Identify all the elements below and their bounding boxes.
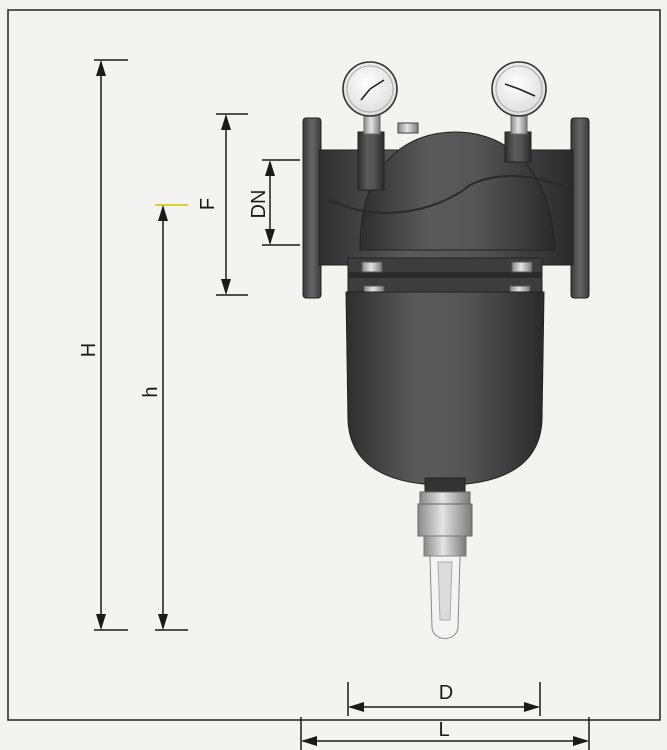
label-F: F [197,198,219,210]
drain-valve-icon [417,491,473,639]
dimension-H [94,59,128,631]
label-D: D [439,682,453,704]
frame-border [7,9,661,721]
dimension-D [347,682,541,716]
pressure-gauge-icon [342,61,398,135]
pressure-gauge-icon [491,61,547,135]
label-DN: DN [248,190,270,219]
label-h: h [140,386,162,397]
dimension-h [155,204,188,631]
filter-body [302,117,590,493]
dimension-L [300,717,590,750]
dimension-F [216,113,248,296]
label-H: H [78,343,100,357]
label-L: L [438,719,449,741]
dimension-DN [262,159,300,246]
